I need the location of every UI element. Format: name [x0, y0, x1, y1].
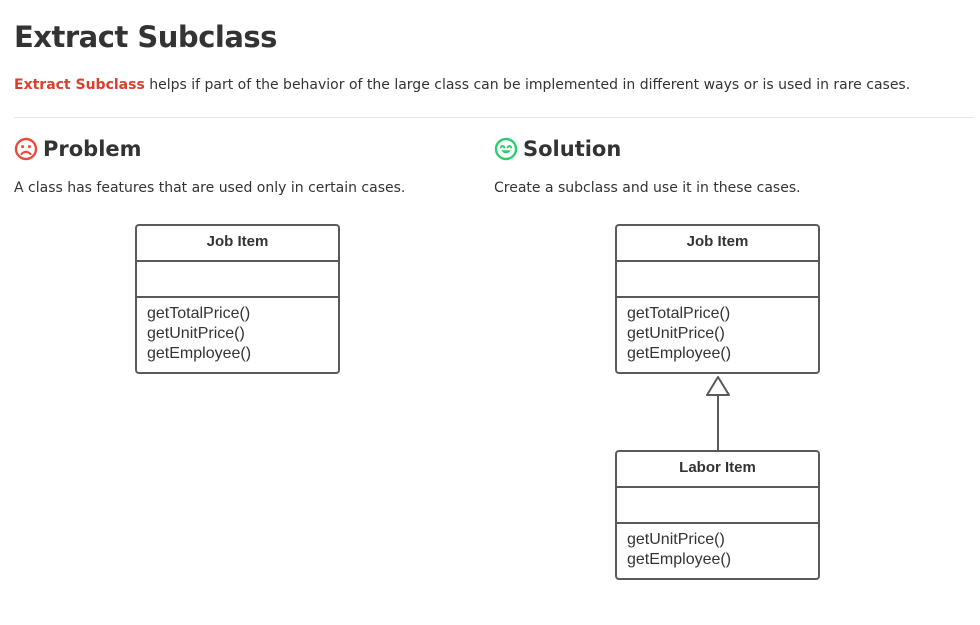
solution-heading: Solution	[494, 137, 621, 161]
intro-text: helps if part of the behavior of the lar…	[144, 77, 911, 93]
class-name: Labor Item	[617, 452, 818, 488]
intro-term-link[interactable]: Extract Subclass	[14, 77, 145, 93]
problem-class-job-item: Job Item getTotalPrice() getUnitPrice() …	[135, 224, 340, 374]
method: getTotalPrice()	[627, 305, 731, 322]
solution-heading-label: Solution	[523, 137, 622, 161]
solution-class-job-item: Job Item getTotalPrice() getUnitPrice() …	[615, 224, 820, 374]
problem-heading-label: Problem	[43, 137, 142, 161]
class-methods: getTotalPrice() getUnitPrice() getEmploy…	[137, 298, 338, 372]
sad-face-icon	[14, 137, 38, 161]
solution-description: Create a subclass and use it in these ca…	[494, 180, 801, 196]
method: getUnitPrice()	[627, 531, 725, 548]
method: getEmployee()	[627, 551, 732, 568]
class-name: Job Item	[137, 226, 338, 262]
solution-class-labor-item: Labor Item getUnitPrice() getEmployee()	[615, 450, 820, 580]
happy-face-icon	[494, 137, 518, 161]
problem-heading: Problem	[14, 137, 142, 161]
method: getEmployee()	[627, 345, 732, 362]
class-attributes	[137, 262, 338, 298]
class-name: Job Item	[617, 226, 818, 262]
class-methods: getUnitPrice() getEmployee()	[617, 524, 818, 578]
class-methods: getTotalPrice() getUnitPrice() getEmploy…	[617, 298, 818, 372]
class-attributes	[617, 262, 818, 298]
section-divider	[14, 117, 974, 118]
inheritance-arrowhead-icon	[706, 376, 730, 396]
method: getUnitPrice()	[627, 325, 725, 342]
problem-description: A class has features that are used only …	[14, 180, 406, 196]
method: getEmployee()	[147, 345, 252, 362]
class-attributes	[617, 488, 818, 524]
intro-paragraph: Extract Subclass helps if part of the be…	[14, 77, 910, 93]
method: getTotalPrice()	[147, 305, 251, 322]
page-title: Extract Subclass	[14, 20, 277, 54]
method: getUnitPrice()	[147, 325, 245, 342]
